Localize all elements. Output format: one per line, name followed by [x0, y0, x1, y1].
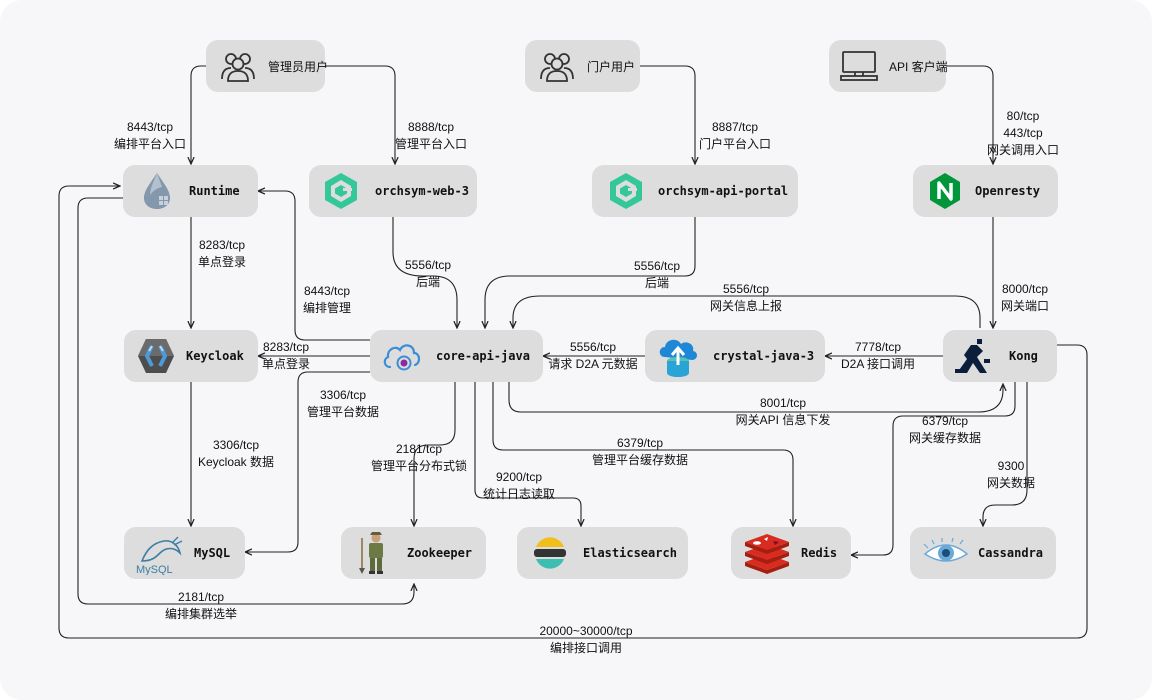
users-icon	[540, 53, 574, 82]
edge-core-redis	[492, 382, 793, 526]
zookeeper-keeper-icon	[359, 532, 383, 574]
node-redis[interactable]: Redis	[731, 527, 851, 579]
runtime-drop-icon	[144, 173, 170, 209]
elasticsearch-label: Elasticsearch	[583, 546, 677, 560]
edge-kong-redis	[851, 382, 1016, 555]
node-keycloak[interactable]: Keycloak	[124, 330, 258, 382]
cassandra-label: Cassandra	[978, 546, 1044, 560]
admin-user-label: 管理员用户	[268, 59, 329, 74]
orchsym-hexagon-icon	[610, 173, 642, 209]
kong-label: Kong	[1009, 349, 1038, 363]
openresty-label: Openresty	[975, 184, 1041, 198]
node-mysql[interactable]: MySQL MySQL	[124, 527, 245, 579]
edge-client-openresty	[946, 65, 993, 164]
node-openresty[interactable]: Openresty	[913, 165, 1058, 217]
mysql-label: MySQL	[194, 546, 231, 560]
mysql-dolphin-icon: MySQL	[136, 536, 183, 575]
redis-icon	[745, 534, 789, 574]
node-orchsym-api-portal[interactable]: orchsym-api-portal	[592, 165, 798, 217]
edge-kong-core	[513, 295, 981, 328]
node-elasticsearch[interactable]: Elasticsearch	[517, 527, 688, 579]
edge-core-zk	[414, 382, 456, 526]
node-zookeeper[interactable]: Zookeeper	[341, 527, 486, 579]
cloud-gear-icon	[383, 344, 421, 371]
mysql-logo-text: MySQL	[136, 564, 173, 575]
node-runtime[interactable]: Runtime	[123, 165, 258, 217]
edge-admin-web	[325, 65, 395, 164]
api-client-label: API 客户端	[889, 59, 948, 74]
edge-kong-runtime	[58, 186, 1088, 639]
edge-admin-runtime	[191, 65, 206, 164]
crystal-label: crystal-java-3	[713, 349, 815, 363]
node-api-client[interactable]: API 客户端	[829, 40, 948, 92]
edge-runtime-zk	[77, 197, 414, 605]
node-core-api[interactable]: core-api-java	[370, 330, 543, 382]
computer-icon	[840, 51, 878, 81]
cassandra-eye-icon	[923, 538, 969, 562]
node-orchsym-web[interactable]: orchsym-web-3	[309, 165, 477, 217]
zookeeper-label: Zookeeper	[407, 546, 473, 560]
node-crystal[interactable]: crystal-java-3	[645, 330, 825, 382]
nginx-icon	[930, 173, 960, 209]
core-api-label: core-api-java	[436, 349, 530, 363]
orchsym-web-label: orchsym-web-3	[375, 184, 469, 198]
edge-core-es	[474, 382, 581, 526]
edge-apiportal-core	[485, 216, 696, 328]
users-icon	[221, 53, 255, 82]
elasticsearch-icon	[534, 537, 566, 569]
keycloak-icon	[138, 339, 174, 373]
edge-core-mysql	[245, 371, 370, 552]
edge-core-runtime	[258, 191, 370, 341]
redis-label: Redis	[801, 546, 838, 560]
edge-portal-apiportal	[640, 65, 695, 164]
node-cassandra[interactable]: Cassandra	[910, 527, 1056, 579]
kong-gorilla-icon	[955, 339, 990, 373]
node-kong[interactable]: Kong	[943, 330, 1057, 382]
node-admin-user[interactable]: 管理员用户	[206, 40, 329, 92]
edge-core-kong	[508, 382, 1003, 413]
orchsym-hexagon-icon	[325, 173, 357, 209]
portal-user-label: 门户用户	[587, 59, 636, 74]
crystal-upload-icon	[659, 339, 698, 377]
keycloak-label: Keycloak	[186, 349, 244, 363]
edge-kong-cassandra	[983, 382, 1028, 526]
edge-web-core	[392, 216, 457, 328]
node-portal-user[interactable]: 门户用户	[525, 40, 640, 92]
orchsym-api-portal-label: orchsym-api-portal	[658, 184, 789, 198]
runtime-label: Runtime	[189, 184, 240, 198]
